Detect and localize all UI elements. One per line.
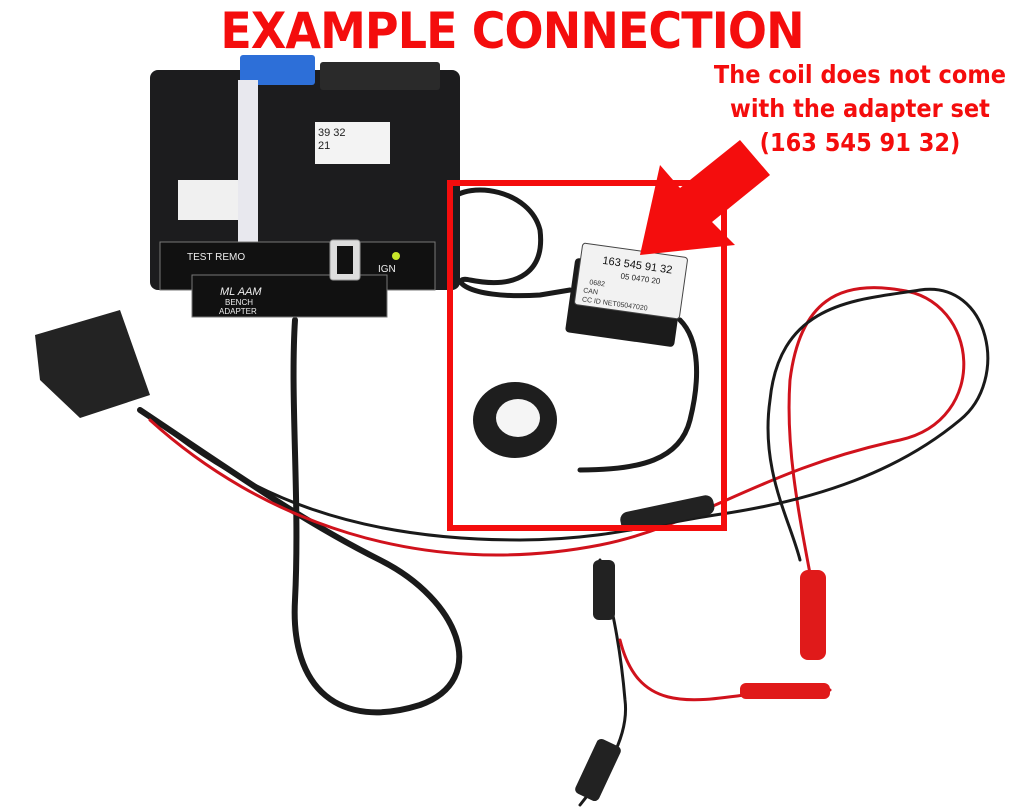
sticker-text-2: 21 [318, 140, 330, 152]
test-remote-label: TEST REMO [187, 252, 245, 263]
coil-cable-top [447, 187, 573, 299]
coil-module-label [574, 242, 688, 320]
adapter-name-1: ML AAM [220, 286, 262, 298]
red-cable-obd [148, 286, 966, 602]
ecu-connector-blue [240, 55, 315, 85]
black-cable-obd [148, 287, 990, 562]
antenna-coil-hole [496, 399, 540, 437]
coil-cable-ring [577, 317, 699, 473]
coil-text-3: 0682 [589, 279, 606, 288]
ecu-white-sticker [178, 180, 238, 220]
callout-line-1: The coil does not come [713, 60, 1007, 89]
ecu-connector-black [320, 62, 440, 90]
coil-text-4: CAN [583, 287, 599, 296]
callout-line-3: (163 545 91 32) [759, 128, 961, 157]
page-title: EXAMPLE CONNECTION [220, 2, 804, 60]
black-alligator-clip [593, 560, 615, 620]
inline-fuse [575, 738, 621, 802]
callout-line-2: with the adapter set [730, 94, 990, 123]
black-banana-plug [620, 495, 715, 532]
adapter-lower-board [191, 274, 388, 318]
ribbon-cable [238, 80, 258, 270]
adapter-name-3: ADAPTER [219, 307, 257, 316]
sticker-text-1: 39 32 [318, 127, 346, 139]
red-alligator-clip [740, 683, 830, 699]
ign-label: IGN [378, 264, 396, 275]
ign-led [392, 252, 400, 260]
red-banana-plug [800, 570, 826, 660]
callout-arrow [640, 140, 770, 255]
power-switch-rocker [337, 246, 353, 274]
obd-connector [35, 310, 150, 418]
highlight-box [447, 180, 727, 531]
ecu-label-sticker [315, 122, 390, 164]
adapter-name-2: BENCH [225, 298, 253, 307]
callout-note: The coil does not come with the adapter … [707, 58, 1013, 160]
